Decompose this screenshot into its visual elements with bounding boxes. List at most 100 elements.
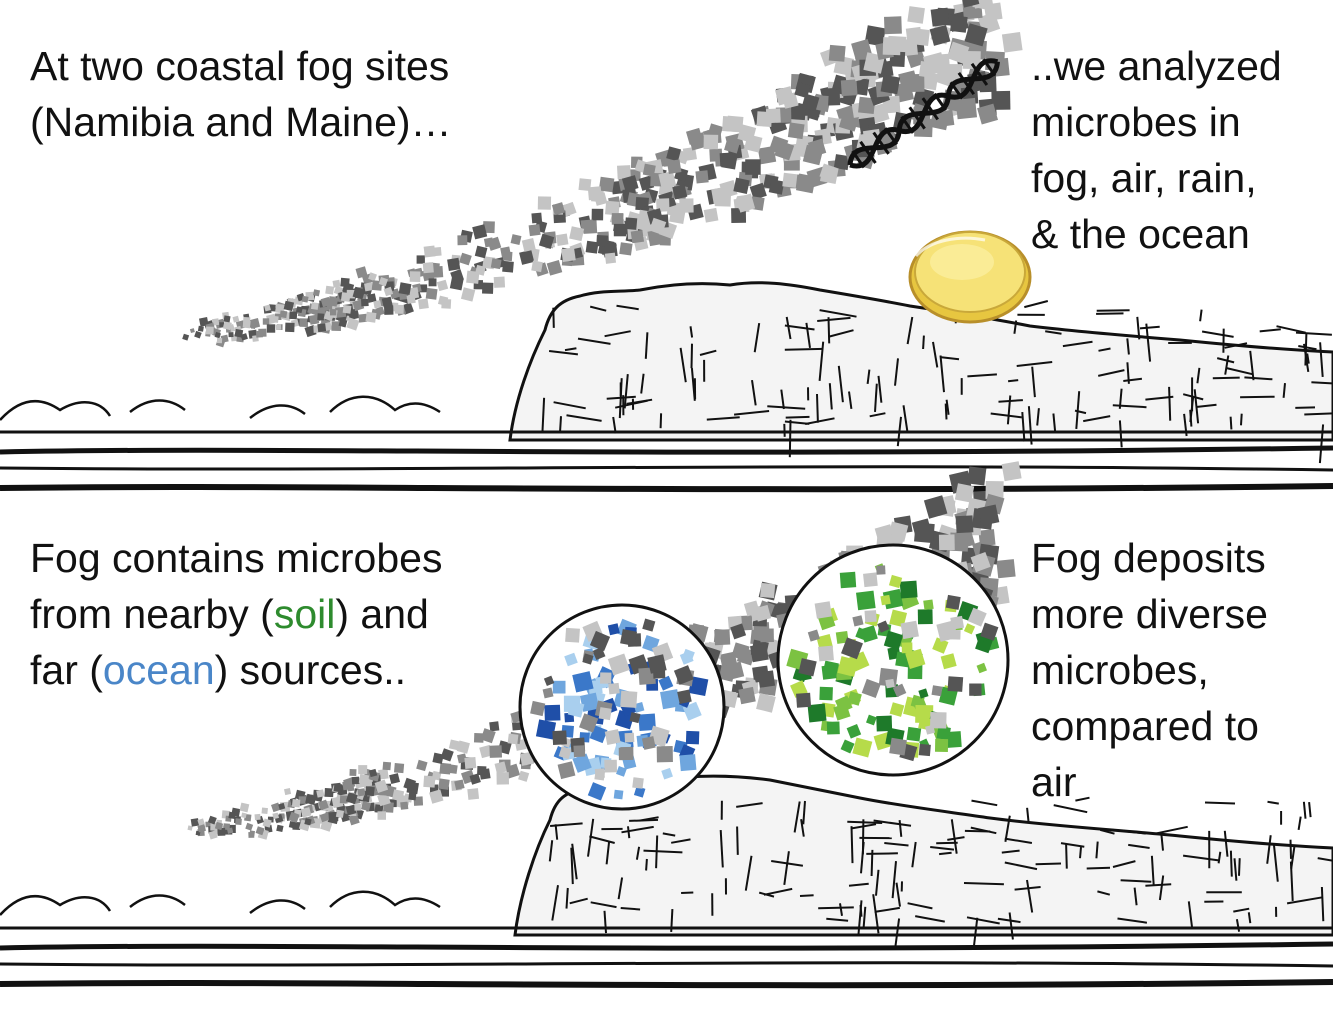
cliff-stroke — [862, 906, 867, 930]
cliff-stroke — [866, 852, 898, 855]
cliff-stroke — [1004, 861, 1038, 871]
microbe-particle — [647, 654, 667, 674]
cliff-stroke — [784, 324, 815, 331]
fog-particle — [245, 822, 254, 831]
caption-top-right: ..we analyzed microbes in fog, air, rain… — [1031, 38, 1282, 262]
cliff-stroke — [850, 826, 854, 864]
fog-particle — [482, 282, 494, 294]
microbe-particle — [880, 594, 891, 606]
microbe-particle — [579, 692, 600, 712]
cliff-stroke — [1065, 843, 1068, 869]
caption-line: Fog deposits — [1031, 535, 1266, 581]
cliff-stroke — [617, 877, 624, 900]
fog-particle — [284, 787, 292, 796]
fog-particle — [587, 186, 602, 201]
microbe-particle — [876, 565, 886, 575]
cliff-stroke — [1201, 330, 1234, 338]
fog-particle — [472, 224, 488, 240]
fog-particle — [289, 311, 298, 320]
fog-particle — [944, 64, 963, 82]
fog-particle — [217, 827, 226, 836]
microbe-particle — [544, 704, 561, 721]
microbe-particle — [967, 607, 987, 627]
caption-line: more diverse — [1031, 591, 1268, 637]
cliff-stroke — [826, 917, 849, 922]
cliff-stroke — [1224, 355, 1230, 375]
microbe-particle — [629, 712, 641, 724]
ocean-microbe-circle — [518, 603, 726, 811]
fog-cloud-top — [182, 0, 1023, 348]
fog-particle — [298, 796, 307, 804]
cliff-stroke — [623, 374, 629, 409]
fog-particle — [604, 252, 617, 264]
microbe-particle — [900, 620, 919, 640]
cliff-stroke — [891, 861, 897, 899]
fog-particle — [682, 146, 697, 162]
fog-particle — [428, 278, 437, 287]
fog-particle — [409, 271, 421, 282]
fog-particle — [724, 137, 741, 154]
fog-particle — [833, 154, 850, 171]
fog-particle — [906, 73, 925, 92]
cliff-stroke — [1233, 907, 1250, 913]
microbe-particle — [677, 689, 692, 705]
cliff-stroke — [553, 401, 586, 410]
caption-bottom-right: Fog deposits more diverse microbes, comp… — [1031, 530, 1268, 810]
top-panel — [0, 0, 1333, 493]
soil-word: soil — [273, 591, 336, 637]
fog-particle — [518, 770, 530, 782]
microbe-particle — [587, 782, 607, 801]
cliff-stroke — [898, 819, 903, 837]
cliff-stroke — [1204, 801, 1236, 805]
fog-particle — [801, 93, 820, 112]
cliff-stroke — [859, 904, 863, 917]
cliff-stroke — [662, 832, 676, 837]
microbe-particle — [936, 725, 951, 741]
fog-particle — [726, 115, 744, 133]
fog-particle — [373, 300, 382, 309]
fog-particle — [489, 721, 500, 732]
cliff-stroke — [938, 851, 952, 856]
cliff-stroke — [1016, 361, 1053, 367]
microbe-particle — [856, 590, 876, 611]
fog-particle — [194, 330, 202, 339]
cliff-stroke — [548, 350, 579, 356]
fog-particle — [561, 247, 576, 262]
fog-particle — [295, 306, 303, 314]
microbe-particle — [582, 653, 594, 665]
cliff-stroke — [1120, 879, 1152, 883]
cliff-stroke — [604, 330, 631, 338]
microbe-particle — [918, 688, 929, 699]
cliff-stroke — [869, 412, 886, 418]
cliff-stroke — [785, 415, 810, 419]
fog-particle — [725, 661, 745, 680]
microbe-particle — [885, 678, 895, 689]
cliff-stroke — [587, 818, 595, 857]
cliff-stroke — [875, 869, 880, 896]
microbe-particle — [847, 691, 862, 706]
fog-particle — [802, 144, 824, 166]
microbe-particle — [607, 653, 630, 676]
cliff-stroke — [1311, 381, 1333, 385]
fog-particle — [760, 582, 776, 599]
microbe-particle — [564, 652, 578, 667]
fog-particle — [923, 495, 948, 519]
fog-particle — [950, 15, 968, 33]
microbe-particle — [604, 759, 618, 773]
microbe-particle — [969, 683, 982, 696]
microbe-particle — [917, 609, 933, 625]
fog-particle — [466, 270, 480, 284]
cliff-stroke — [950, 819, 958, 854]
cliff-top — [508, 281, 1333, 464]
cliff-stroke — [1289, 839, 1292, 859]
cliff-stroke — [1126, 338, 1130, 355]
fog-particle — [439, 762, 452, 775]
cliff-stroke — [569, 897, 588, 905]
microbe-particle — [938, 686, 958, 706]
fog-particle — [765, 108, 781, 124]
cliff-stroke — [817, 316, 851, 322]
fog-particle — [197, 818, 205, 826]
fog-particle — [714, 190, 732, 207]
caption-bottom-left: Fog contains microbes from nearby (soil)… — [30, 530, 442, 698]
fog-particle — [308, 314, 320, 325]
